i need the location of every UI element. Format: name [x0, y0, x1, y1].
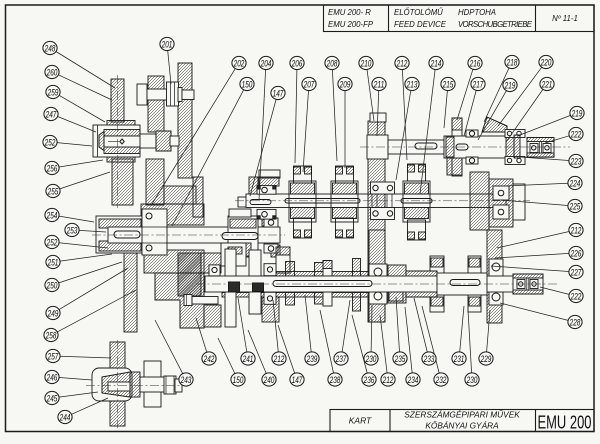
- svg-text:239: 239: [306, 354, 317, 364]
- svg-text:235: 235: [394, 354, 406, 364]
- svg-text:202: 202: [233, 58, 245, 68]
- svg-text:256: 256: [46, 163, 58, 173]
- svg-text:228: 228: [569, 317, 581, 327]
- svg-text:231: 231: [453, 354, 464, 364]
- svg-text:224: 224: [569, 178, 580, 188]
- svg-text:240: 240: [263, 375, 275, 385]
- svg-text:237: 237: [335, 354, 347, 364]
- svg-text:214: 214: [430, 58, 441, 68]
- svg-text:255: 255: [47, 186, 59, 196]
- svg-text:219: 219: [571, 108, 582, 118]
- svg-text:EMU 200: EMU 200: [538, 413, 592, 433]
- svg-text:257: 257: [47, 351, 59, 361]
- svg-text:147: 147: [292, 375, 303, 385]
- svg-text:226: 226: [570, 248, 582, 258]
- svg-text:245: 245: [46, 393, 58, 403]
- svg-text:VORSCHUBGETRIEBE: VORSCHUBGETRIEBE: [458, 20, 533, 29]
- svg-text:222: 222: [570, 129, 582, 139]
- svg-text:222: 222: [570, 291, 582, 301]
- svg-text:EMU 200-FP: EMU 200-FP: [328, 20, 374, 29]
- svg-text:223: 223: [570, 156, 582, 166]
- svg-text:243: 243: [180, 375, 192, 385]
- svg-text:244: 244: [59, 412, 70, 422]
- svg-text:147: 147: [273, 88, 284, 98]
- svg-text:212: 212: [382, 375, 394, 385]
- svg-text:219: 219: [504, 80, 515, 90]
- svg-text:201: 201: [161, 39, 172, 49]
- svg-text:250: 250: [46, 280, 58, 290]
- svg-text:SZERSZÁMGÉPIPARI MŰVEK: SZERSZÁMGÉPIPARI MŰVEK: [404, 410, 520, 420]
- svg-text:HDPTOHA: HDPTOHA: [458, 8, 496, 17]
- svg-text:218: 218: [506, 57, 518, 67]
- svg-text:150: 150: [233, 375, 244, 385]
- svg-text:233: 233: [423, 354, 435, 364]
- svg-text:209: 209: [339, 79, 350, 89]
- svg-text:227: 227: [570, 267, 582, 277]
- svg-text:225: 225: [569, 201, 581, 211]
- svg-text:221: 221: [541, 79, 552, 89]
- svg-text:230: 230: [466, 375, 478, 385]
- svg-text:212: 212: [396, 58, 408, 68]
- svg-text:210: 210: [360, 58, 372, 68]
- svg-text:207: 207: [303, 79, 315, 89]
- svg-text:258: 258: [45, 330, 57, 340]
- svg-text:252: 252: [44, 137, 56, 147]
- svg-text:253: 253: [66, 225, 78, 235]
- svg-text:229: 229: [480, 354, 491, 364]
- svg-text:241: 241: [242, 354, 253, 364]
- svg-text:215: 215: [442, 79, 454, 89]
- svg-text:150: 150: [242, 79, 253, 89]
- svg-text:FEED DEVICE: FEED DEVICE: [394, 20, 447, 29]
- svg-text:213: 213: [406, 79, 418, 89]
- svg-text:232: 232: [435, 375, 447, 385]
- svg-text:246: 246: [46, 372, 58, 382]
- svg-text:208: 208: [326, 58, 338, 68]
- svg-text:242: 242: [203, 354, 215, 364]
- svg-text:252: 252: [46, 237, 58, 247]
- svg-text:Nº 11-1: Nº 11-1: [552, 14, 578, 23]
- svg-text:230: 230: [365, 354, 377, 364]
- svg-text:236: 236: [363, 375, 375, 385]
- svg-text:206: 206: [291, 58, 303, 68]
- svg-text:212: 212: [570, 225, 582, 235]
- svg-text:216: 216: [469, 58, 481, 68]
- svg-text:KŐBÁNYAI GYÁRA: KŐBÁNYAI GYÁRA: [425, 421, 499, 431]
- svg-text:248: 248: [44, 43, 56, 53]
- svg-text:247: 247: [45, 109, 57, 119]
- svg-text:249: 249: [47, 308, 58, 318]
- svg-text:260: 260: [46, 67, 58, 77]
- svg-text:204: 204: [260, 58, 271, 68]
- svg-text:212: 212: [273, 354, 285, 364]
- svg-text:251: 251: [47, 257, 58, 267]
- svg-text:KART: KART: [349, 416, 372, 426]
- svg-text:ELŐTOLÓMŰ: ELŐTOLÓMŰ: [394, 8, 443, 17]
- svg-text:220: 220: [540, 57, 552, 67]
- svg-text:EMU 200- R: EMU 200- R: [328, 8, 371, 17]
- svg-text:234: 234: [407, 375, 418, 385]
- svg-text:254: 254: [46, 210, 57, 220]
- svg-text:259: 259: [47, 87, 58, 97]
- svg-text:238: 238: [329, 375, 341, 385]
- svg-text:217: 217: [472, 79, 484, 89]
- svg-text:211: 211: [373, 79, 385, 89]
